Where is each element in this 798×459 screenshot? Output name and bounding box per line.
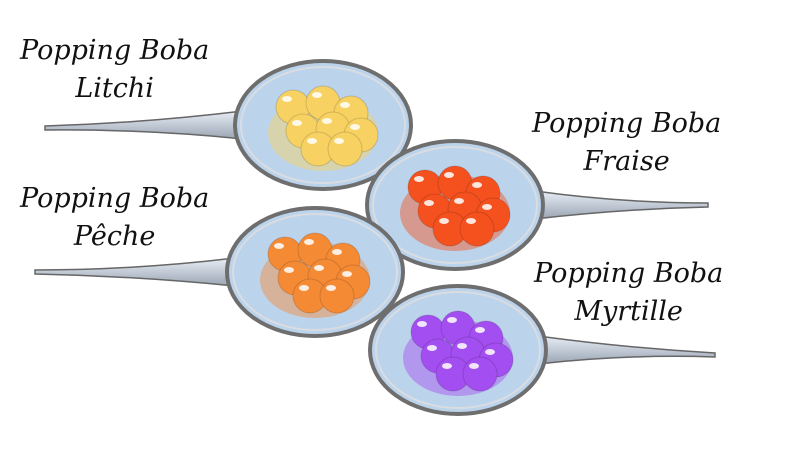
label-myrtille-line1: Popping Boba xyxy=(534,258,724,289)
pearl-shine-fraise xyxy=(472,182,482,188)
pearl-shine-peche xyxy=(326,285,336,291)
pearl-shine-peche xyxy=(274,243,284,249)
pearl-shine-myrtille xyxy=(442,363,452,369)
pearl-shine-litchi xyxy=(292,120,302,126)
pearl-shine-litchi xyxy=(334,138,344,144)
spoon-rim-highlight-fraise xyxy=(372,146,538,264)
pearl-shine-fraise xyxy=(439,218,449,224)
spoon-rim-highlight-myrtille xyxy=(375,291,541,409)
pearl-shine-litchi xyxy=(312,92,322,98)
pearl-shine-peche xyxy=(342,271,352,277)
pearl-shine-litchi xyxy=(340,102,350,108)
label-fraise: Popping Boba Fraise xyxy=(532,105,721,181)
pearl-shine-fraise xyxy=(466,218,476,224)
label-litchi: Popping Boba Litchi xyxy=(20,32,209,108)
pearl-shine-myrtille xyxy=(469,363,479,369)
pearl-shine-litchi xyxy=(322,118,332,124)
pearl-shine-myrtille xyxy=(485,349,495,355)
pearl-shine-fraise xyxy=(414,176,424,182)
pearl-shine-myrtille xyxy=(427,345,437,351)
spoon-handle-peche xyxy=(34,257,236,287)
pearl-shine-fraise xyxy=(444,172,454,178)
spoon-handle-litchi xyxy=(44,110,244,140)
label-litchi-line2: Litchi xyxy=(75,73,154,104)
pearl-shine-fraise xyxy=(424,200,434,206)
spoon-handle-myrtille xyxy=(537,335,716,365)
label-myrtille: Popping Boba Myrtille xyxy=(534,255,723,331)
pearl-shine-myrtille xyxy=(447,317,457,323)
pearl-shine-peche xyxy=(314,265,324,271)
spoon-rim-highlight-litchi xyxy=(240,66,406,184)
spoon-handle-fraise xyxy=(534,190,709,220)
pearl-shine-myrtille xyxy=(417,321,427,327)
spoon-rim-highlight-peche xyxy=(232,213,398,331)
pearl-shine-litchi xyxy=(307,138,317,144)
label-fraise-line2: Fraise xyxy=(583,146,670,177)
pearl-shine-fraise xyxy=(454,198,464,204)
boba-pearl-myrtille xyxy=(462,356,498,392)
pearl-shine-peche xyxy=(332,249,342,255)
pearl-shine-fraise xyxy=(482,204,492,210)
pearl-shine-peche xyxy=(299,285,309,291)
boba-pearl-fraise xyxy=(459,211,495,247)
pearl-shine-myrtille xyxy=(457,343,467,349)
pearl-shine-litchi xyxy=(350,124,360,130)
pearl-shine-litchi xyxy=(282,96,292,102)
pearl-shine-myrtille xyxy=(475,327,485,333)
boba-pearl-peche xyxy=(319,278,355,314)
label-myrtille-line2: Myrtille xyxy=(574,296,683,327)
label-litchi-line1: Popping Boba xyxy=(20,35,210,66)
label-peche-line1: Popping Boba xyxy=(20,183,210,214)
pearl-shine-peche xyxy=(304,239,314,245)
label-peche-line2: Pêche xyxy=(73,221,156,252)
label-fraise-line1: Popping Boba xyxy=(532,108,722,139)
boba-pearl-litchi xyxy=(327,131,363,167)
pearl-shine-peche xyxy=(284,267,294,273)
label-peche: Popping Boba Pêche xyxy=(20,180,209,256)
